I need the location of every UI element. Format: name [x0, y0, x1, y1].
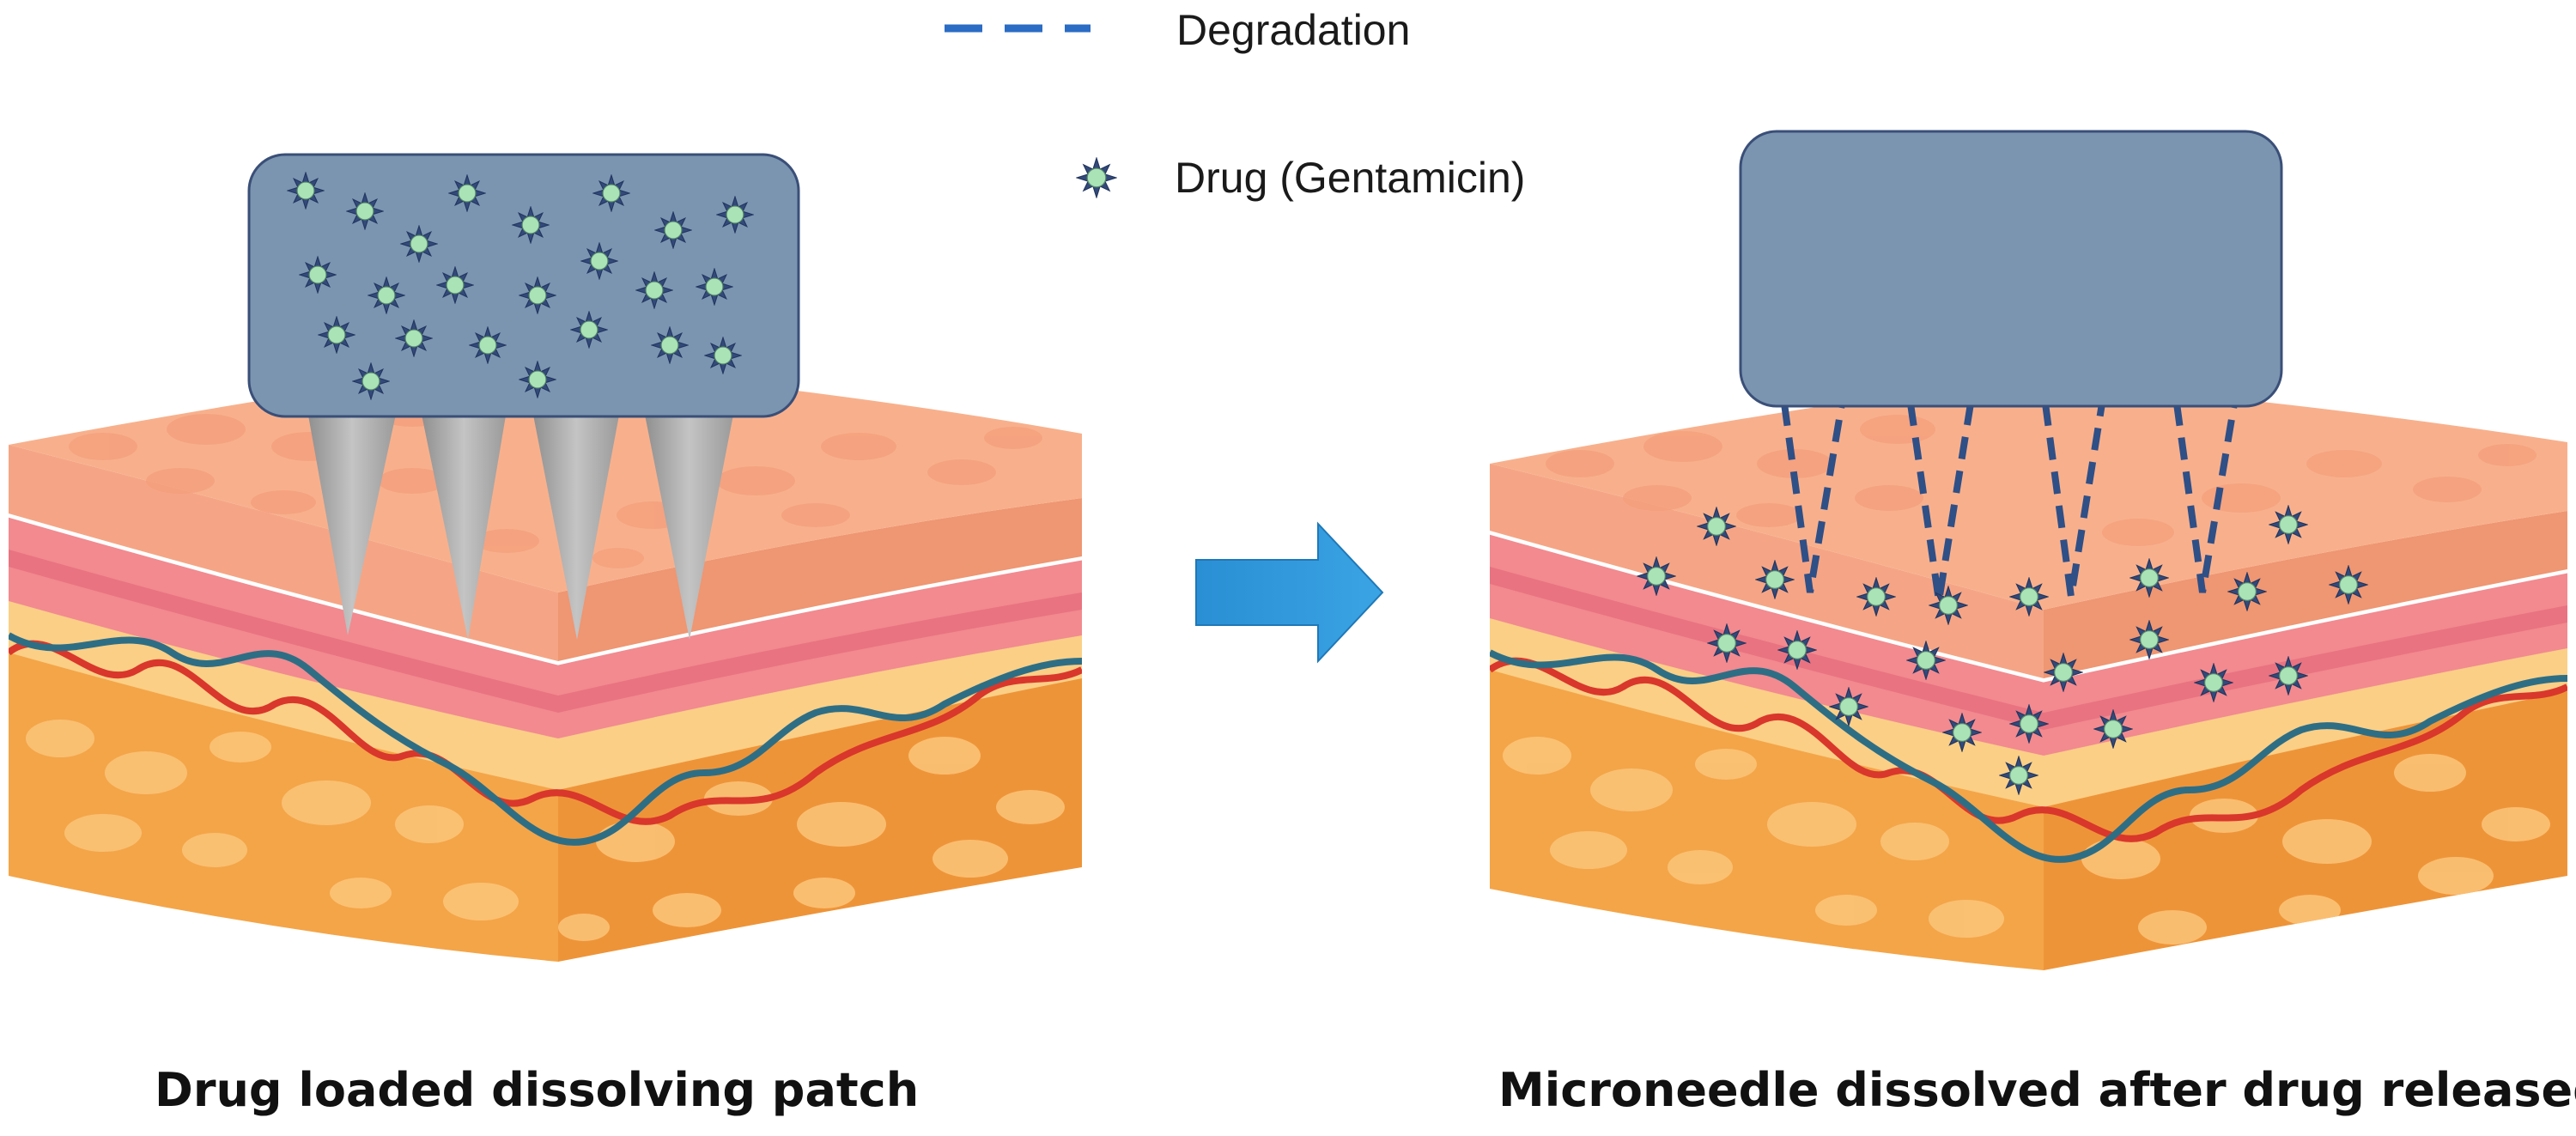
- right-patch-backing: [1739, 130, 2283, 408]
- drug-particle-icon: [512, 206, 550, 244]
- drug-particle-icon: [1829, 687, 1868, 726]
- drug-particle-icon: [519, 276, 556, 314]
- right-dermis-layer: [1490, 532, 2567, 756]
- drug-particle-icon: [1856, 577, 1896, 617]
- drug-particle-icon: [2129, 620, 2169, 659]
- left-epidermis-front-left: [9, 445, 558, 661]
- drug-particle-icon: [651, 326, 689, 364]
- drug-particle-icon: [1637, 556, 1676, 596]
- left-dermis-layer: [9, 515, 1082, 738]
- drug-particle-icon: [448, 174, 486, 212]
- drug-particle-icon: [1076, 157, 1117, 198]
- left-fat-texture: [26, 720, 1065, 941]
- drug-particle-icon: [580, 242, 618, 280]
- right-vessel-red: [1490, 657, 2567, 842]
- right-vessel-teal: [1490, 649, 2567, 863]
- degradation-legend-label: Degradation: [1176, 6, 1411, 54]
- left-needle-4: [644, 410, 734, 640]
- drug-particle-icon: [2129, 558, 2169, 598]
- right-panel-caption: Microneedle dissolved after drug release…: [1498, 1063, 2576, 1117]
- right-fat-texture: [1503, 737, 2550, 945]
- left-vessel-teal: [9, 632, 1082, 846]
- drug-particle-icon: [2093, 709, 2133, 749]
- left-drug-patch: [247, 153, 800, 418]
- left-dermis-stripe: [9, 550, 1082, 713]
- drug-particle-icon: [287, 172, 325, 210]
- right-blood-vessels: [1490, 649, 2567, 863]
- drug-particle-icon: [1906, 641, 1946, 680]
- drug-particle-icon: [2044, 653, 2083, 692]
- left-needle-2: [421, 410, 507, 640]
- drug-particle-icon: [299, 256, 337, 294]
- drug-particle-icon: [2194, 663, 2233, 702]
- drug-particle-icon: [368, 276, 405, 314]
- drug-particle-icon: [2009, 704, 2049, 744]
- drug-particle-icon: [436, 266, 474, 304]
- drug-particle-icon: [716, 196, 754, 234]
- left-subcutis-band: [9, 601, 1082, 790]
- drug-particle-icon: [696, 268, 733, 306]
- drug-particle-icon: [1697, 507, 1736, 546]
- degradation-needle-3: [2042, 403, 2105, 598]
- right-skin-top-surface: [1490, 378, 2567, 610]
- process-arrow-icon: [1195, 521, 1384, 664]
- left-blood-vessels: [9, 632, 1082, 846]
- drug-legend-label: Drug (Gentamicin): [1175, 154, 1526, 202]
- right-dermis-stripe: [1490, 567, 2567, 730]
- left-panel-caption: Drug loaded dissolving patch: [155, 1063, 920, 1117]
- right-dissolved-needles: [1781, 403, 2238, 602]
- degradation-needle-1: [1781, 403, 1845, 593]
- drug-particle-icon: [635, 271, 673, 309]
- drug-particle-icon: [1942, 713, 1982, 752]
- left-skin-front-left-face: [9, 601, 558, 962]
- degradation-needle-4: [2173, 403, 2238, 593]
- drug-particle-icon: [469, 326, 507, 364]
- legend: [945, 24, 1117, 198]
- right-epidermis-front-right: [2044, 511, 2567, 678]
- drug-particle-icon: [1755, 560, 1795, 599]
- drug-particle-icon: [654, 211, 692, 249]
- drug-particle-icon: [1707, 623, 1747, 663]
- drug-particle-icon: [1777, 630, 1817, 670]
- drug-particle-icon: [2227, 572, 2267, 611]
- right-skin-block: [1488, 378, 2568, 970]
- drug-particle-icon: [570, 311, 608, 349]
- drug-particle-icon: [1929, 586, 1968, 625]
- drug-particle-icon: [2329, 565, 2368, 604]
- left-needle-1: [307, 410, 397, 635]
- drug-particle-icon: [2269, 505, 2308, 544]
- left-needle-3: [532, 410, 620, 640]
- drug-particle-icon: [352, 362, 390, 400]
- drug-particle-icon: [346, 192, 384, 230]
- drug-particle-icon: [704, 337, 742, 374]
- drug-particle-icon: [592, 174, 630, 212]
- drug-particle-icon: [519, 361, 556, 398]
- drug-particle-icon: [318, 316, 355, 354]
- drug-particle-icon: [2009, 577, 2049, 617]
- drug-particle-icon: [1999, 756, 2038, 795]
- right-surface-cells: [1546, 415, 2537, 546]
- drug-particle-icon: [2269, 656, 2308, 696]
- drug-particle-icon: [400, 225, 438, 263]
- drug-particle-icon: [395, 319, 433, 357]
- left-vessel-red: [9, 640, 1082, 825]
- left-microneedles: [307, 410, 734, 640]
